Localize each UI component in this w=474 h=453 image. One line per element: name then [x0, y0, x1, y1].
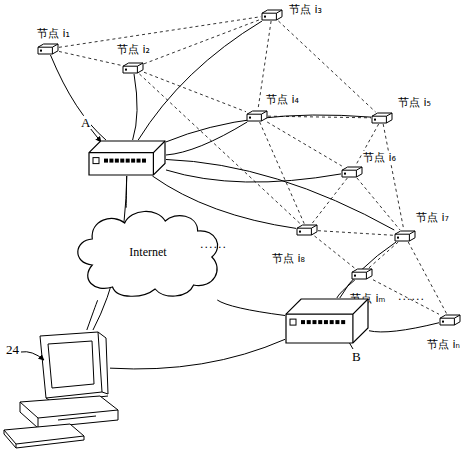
dashed-link — [369, 242, 398, 268]
dashed-link — [59, 17, 261, 48]
node-label: 节点 iₙ — [426, 338, 461, 351]
cloud-label: Internet — [72, 205, 224, 300]
node-device-icon — [341, 166, 363, 178]
dashed-link — [383, 124, 404, 230]
callout-number: 24 — [5, 343, 20, 356]
computer-node: 24 — [38, 330, 110, 402]
network-node: 节点 i₂ — [122, 62, 144, 74]
dashed-link — [408, 242, 447, 314]
node-device-icon — [122, 62, 144, 74]
leader-24 — [21, 352, 44, 360]
cable-link — [217, 300, 285, 316]
cable-link — [50, 55, 105, 140]
dashed-link — [318, 231, 394, 236]
node-label: 节点 i₄ — [265, 93, 300, 106]
ellipsis-mark: ...... — [200, 238, 227, 251]
node-device-icon — [394, 230, 416, 242]
network-node: 节点 i₇ — [394, 230, 416, 242]
hub-node: B — [285, 298, 369, 344]
node-label: 节点 i₅ — [397, 96, 432, 109]
node-label: 节点 i₇ — [415, 211, 450, 224]
node-device-icon — [37, 43, 59, 55]
ellipsis-mark: ...... — [398, 290, 425, 303]
node-label: 节点 i₁ — [36, 27, 71, 40]
node-device-icon — [296, 224, 318, 236]
cable-link — [133, 74, 137, 140]
node-device-icon — [439, 314, 461, 326]
cable-link — [166, 159, 394, 230]
cable-link — [166, 122, 247, 155]
network-node: 节点 i₈ — [296, 224, 318, 236]
network-node: 节点 i₄ — [246, 110, 268, 122]
cable-link — [87, 300, 98, 330]
computer-illustration — [4, 128, 353, 448]
dashed-link — [312, 178, 348, 224]
node-device-icon — [261, 9, 283, 21]
node-device-icon — [351, 268, 373, 280]
cable-link — [138, 21, 262, 140]
network-node: 节点 iₘ — [351, 268, 373, 280]
cable-link — [110, 339, 285, 369]
network-node: 节点 iₙ — [439, 314, 461, 326]
network-node: 节点 i₁ — [37, 43, 59, 55]
node-device-icon — [246, 110, 268, 122]
dashed-link — [357, 178, 400, 230]
network-node: 节点 i₆ — [341, 166, 363, 178]
node-label: 节点 i₆ — [362, 151, 397, 164]
cable-link — [126, 176, 128, 208]
dashed-link — [315, 236, 355, 268]
node-device-icon — [371, 112, 393, 124]
dashed-link — [59, 51, 122, 65]
hub-node: A — [88, 140, 166, 176]
cloud-node: Internet — [72, 205, 224, 300]
hub-device-icon — [285, 298, 369, 344]
cable-link — [340, 242, 396, 298]
dashed-link — [267, 122, 342, 166]
callout-number: A — [80, 116, 91, 129]
callout-number: B — [351, 350, 362, 363]
node-label: 节点 i₈ — [271, 252, 306, 265]
network-node: 节点 i₃ — [261, 9, 283, 21]
network-node: 节点 i₅ — [371, 112, 393, 124]
cable-link — [166, 115, 371, 142]
cable-link — [166, 170, 341, 182]
hub-device-icon — [88, 140, 166, 176]
node-label: 节点 i₂ — [116, 43, 151, 56]
dashed-link — [144, 19, 261, 64]
dashed-link — [260, 122, 305, 224]
node-label: 节点 i₃ — [288, 3, 323, 16]
cable-link — [369, 323, 439, 332]
